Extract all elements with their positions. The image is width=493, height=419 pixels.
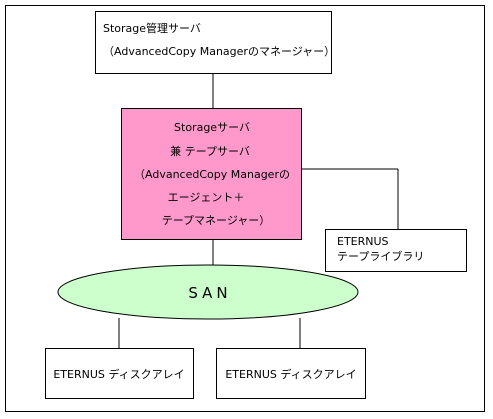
storage-server-line-3: （AdvancedCopy Managerの [134, 168, 290, 181]
san-label: SAN [188, 284, 231, 302]
storage-server-line-2: 兼 テープサーバ [170, 145, 250, 158]
tape-library-box: ETERNUS テープライブラリ [325, 229, 467, 272]
disk-array-left-label: ETERNUS ディスクアレイ [53, 367, 184, 381]
management-server-title: Storage管理サーバ [103, 21, 201, 35]
tape-library-border [325, 229, 467, 272]
outer-frame [5, 5, 485, 412]
tape-library-line-2: テープライブラリ [337, 249, 424, 263]
storage-server-line-1: Storageサーバ [174, 121, 250, 134]
disk-array-right-box: ETERNUS ディスクアレイ [216, 348, 366, 399]
storage-server-box: Storageサーバ 兼 テープサーバ （AdvancedCopy Manage… [121, 108, 302, 240]
disk-array-left-box: ETERNUS ディスクアレイ [45, 348, 194, 399]
management-server-border [95, 11, 332, 74]
san-ellipse [57, 264, 359, 320]
disk-array-right-border [216, 348, 366, 399]
san-network: SAN [57, 264, 359, 320]
tape-library-line-1: ETERNUS [337, 235, 389, 248]
storage-server-border [121, 108, 302, 240]
disk-array-left-border [45, 348, 194, 399]
storage-server-line-4: エージェント＋ [168, 191, 245, 204]
management-server-subtitle: （AdvancedCopy Managerのマネージャー） [103, 45, 335, 58]
disk-array-right-label: ETERNUS ディスクアレイ [225, 367, 356, 381]
management-server-box: Storage管理サーバ （AdvancedCopy Managerのマネージャ… [95, 11, 335, 74]
storage-server-line-5: テープマネージャー） [162, 214, 271, 227]
